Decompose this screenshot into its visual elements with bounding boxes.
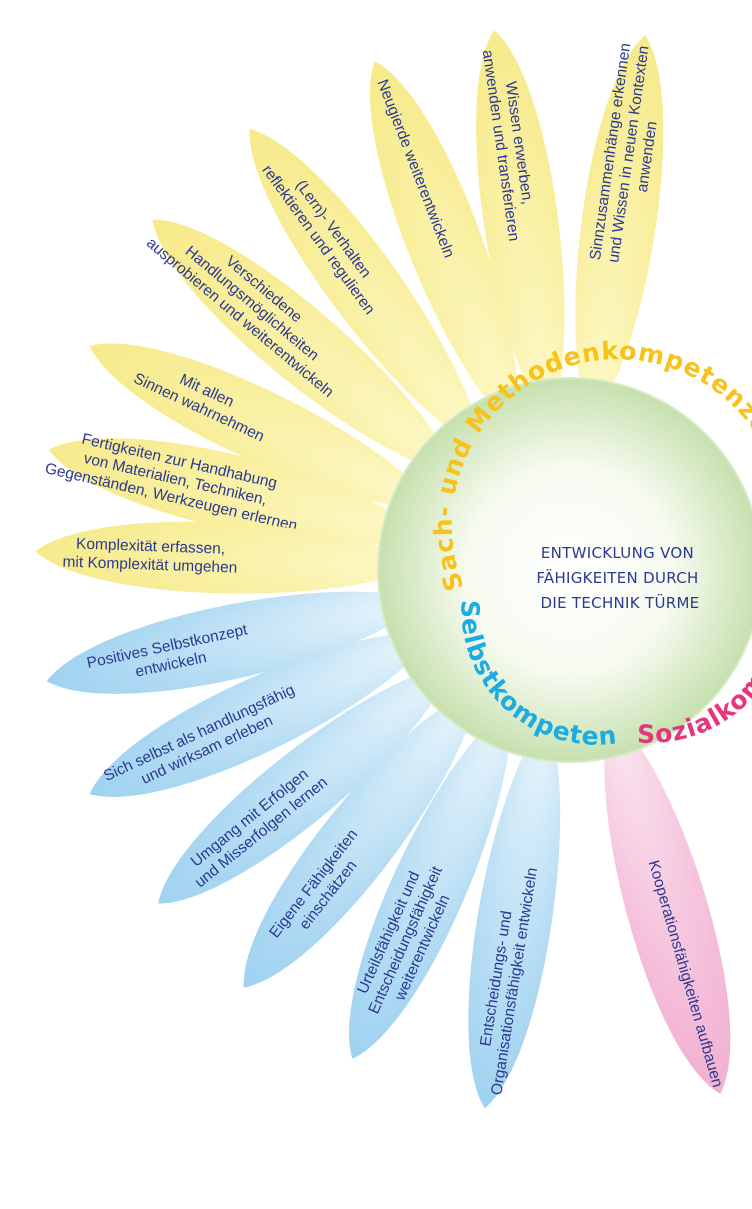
petal-sach: Komplexität erfassen,mit Komplexität umg… (35, 521, 421, 594)
petal-shape (370, 61, 519, 430)
petal-shape (243, 688, 478, 988)
petal-shape (249, 129, 482, 449)
petal-shape (476, 30, 565, 422)
center-title: ENTWICKLUNG VON FÄHIGKEITEN DURCH DIE TE… (536, 544, 703, 612)
petal-sach: Fertigkeiten zur Handhabungvon Materiali… (43, 431, 424, 545)
petal-label-line: Komplexität erfassen, (76, 536, 226, 558)
petal-shape (575, 35, 664, 422)
petal-shape (48, 438, 424, 545)
petal-shape (89, 343, 435, 508)
petal-sach: Wissen erwerben,anwenden und transferier… (476, 30, 565, 422)
petal-shape (349, 707, 511, 1059)
center-title-line: ENTWICKLUNG VON (541, 544, 694, 562)
center-title-line: DIE TECHNIK TÜRME (541, 593, 700, 612)
petal-shape (604, 714, 731, 1094)
petal-label-line: mit Komplexität umgehen (62, 554, 237, 577)
petal-label: Komplexität erfassen,mit Komplexität umg… (62, 535, 238, 577)
petal-shape (468, 718, 561, 1109)
petal-shape (152, 219, 456, 474)
petal-shape (89, 632, 435, 797)
center-circle (377, 377, 752, 763)
petal-sozial: Kooperationsfähigkeiten aufbauen (604, 714, 731, 1094)
petal-selbst: Eigene Fähigkeiteneinschätzen (243, 688, 478, 988)
petals: Sinnzusammenhänge erkennenund Wissen in … (35, 30, 731, 1109)
petal-shape (46, 591, 424, 694)
center-title-line: FÄHIGKEITEN DURCH (536, 568, 698, 587)
petal-shape (35, 521, 421, 594)
petal-shape (158, 664, 454, 904)
petal-selbst: Entscheidungs- undOrganisationsfähigkeit… (468, 718, 561, 1109)
